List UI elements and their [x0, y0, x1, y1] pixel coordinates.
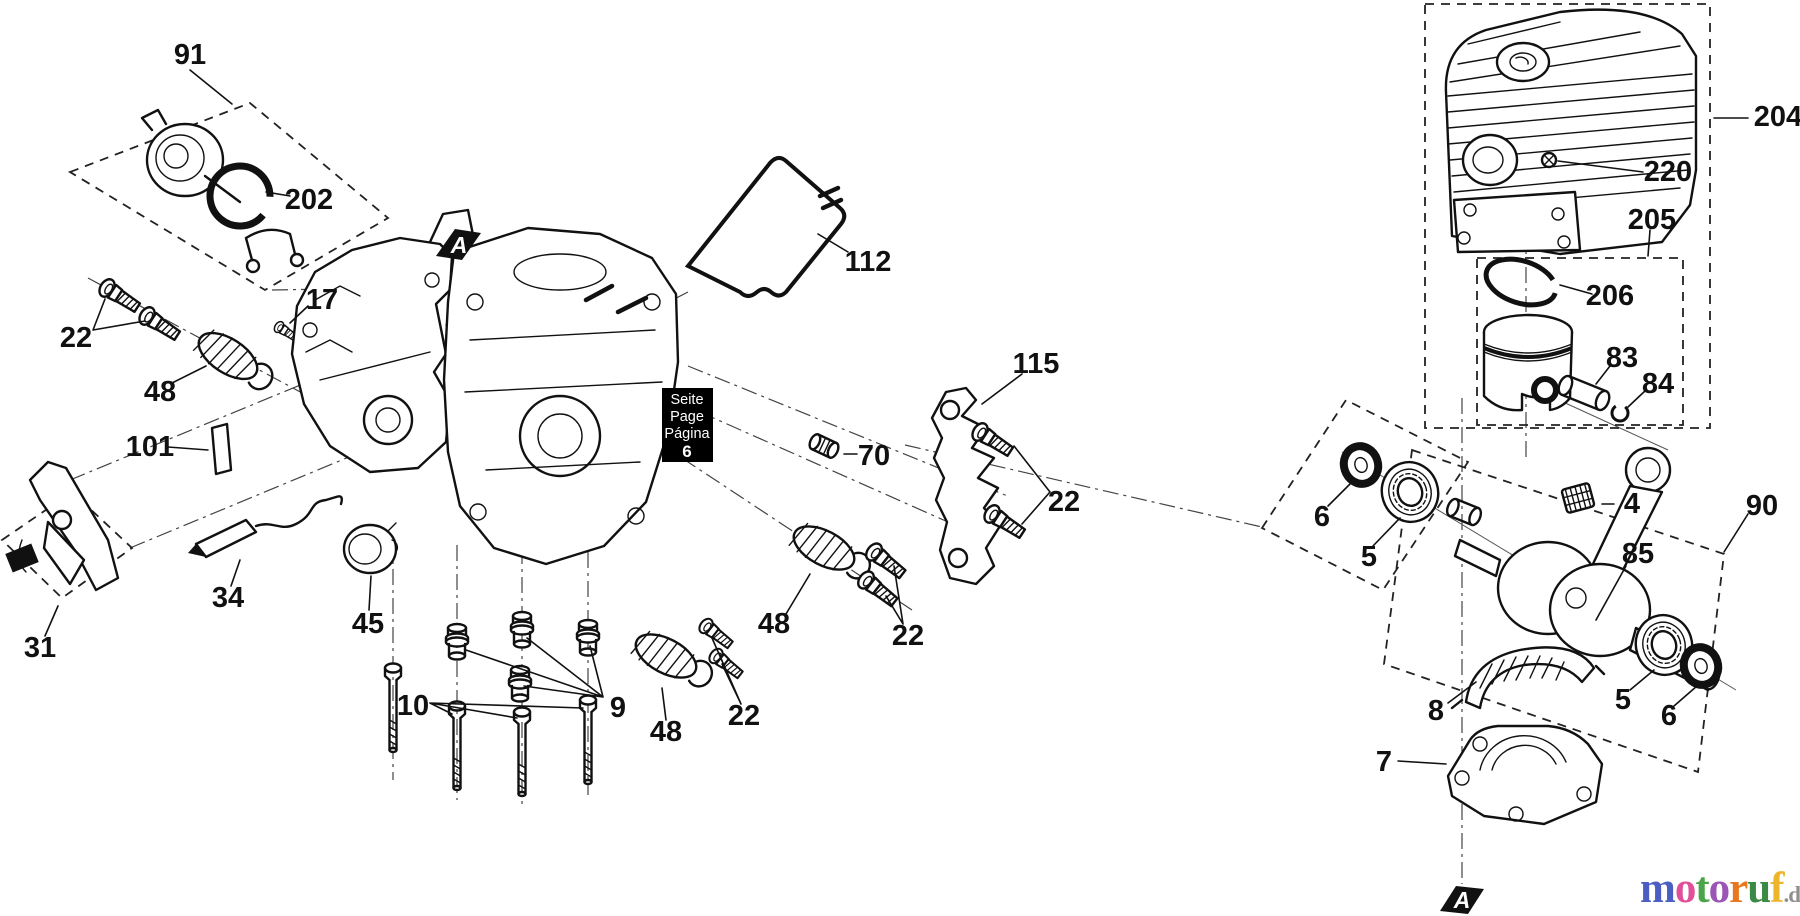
part-label-4: 4	[1624, 488, 1640, 520]
part-label-204: 204	[1754, 101, 1800, 133]
cap-45-drawing	[342, 522, 399, 575]
part-label-22: 22	[728, 700, 760, 732]
section-marker-bottom: A	[1440, 886, 1484, 914]
pin-boss	[1531, 376, 1559, 404]
logo-letter: u	[1747, 865, 1771, 912]
logo-letter: o	[1708, 865, 1730, 912]
motoruf-logo-letters: motoruf	[1640, 865, 1785, 912]
part-label-83: 83	[1606, 342, 1638, 374]
spring-48	[189, 322, 281, 399]
page-ref-line: Page	[670, 409, 704, 425]
buffer-9	[444, 622, 470, 661]
section-marker-label: A	[450, 232, 468, 258]
part-label-6: 6	[1314, 501, 1330, 533]
section-marker-top: A	[436, 229, 481, 260]
part-label-7: 7	[1376, 746, 1392, 778]
part-label-6: 6	[1661, 700, 1677, 732]
leader-lines	[44, 69, 1749, 765]
strip-101	[210, 422, 233, 476]
motoruf-logo[interactable]: motoruf.de	[1640, 864, 1800, 913]
screw-10	[447, 700, 467, 792]
crankcase-cover-7-drawing	[1446, 724, 1604, 826]
motoruf-logo-suffix: .de	[1783, 882, 1800, 907]
part-label-45: 45	[352, 608, 384, 640]
bearing-shell-8-drawing	[1450, 646, 1606, 710]
piston-group-drawing	[1482, 256, 1630, 423]
wire-clip	[244, 228, 297, 262]
exhaust-port	[1461, 133, 1519, 187]
part-label-48: 48	[758, 608, 790, 640]
brake-lever-drawing	[5, 460, 120, 592]
part-label-17: 17	[306, 284, 338, 316]
group-box-205	[1476, 257, 1684, 426]
logo-letter: m	[1640, 865, 1676, 912]
oil-pump-group-drawing	[140, 108, 305, 274]
group-box-90	[1383, 448, 1725, 774]
cover-112-drawing	[684, 156, 847, 298]
part-label-10: 10	[397, 690, 429, 722]
cylinder-drawing	[1444, 8, 1698, 256]
part-label-8: 8	[1428, 695, 1444, 727]
spark-plug-hole	[1495, 41, 1551, 83]
part-label-84: 84	[1642, 368, 1674, 400]
bearing-5	[1372, 453, 1448, 531]
part-label-22: 22	[60, 322, 92, 354]
group-box-204	[1424, 3, 1711, 429]
spring-48	[627, 624, 720, 696]
lever-34-drawing	[188, 495, 344, 559]
part-label-31: 31	[24, 632, 56, 664]
shaft-key	[1445, 497, 1483, 527]
page-ref-line: Seite	[670, 392, 703, 408]
part-label-22: 22	[892, 620, 924, 652]
part-label-206: 206	[1586, 280, 1634, 312]
part-label-205: 205	[1628, 204, 1676, 236]
bumper-spike-115-drawing	[930, 386, 1002, 586]
section-marker-label: A	[1453, 887, 1471, 913]
part-label-70: 70	[858, 440, 890, 472]
part-label-90: 90	[1746, 490, 1778, 522]
logo-letter: t	[1695, 865, 1709, 912]
crankcase-drawing	[290, 208, 680, 566]
circlip-84	[1610, 403, 1630, 423]
page-ref-box[interactable]: Seite Page Página 6	[662, 388, 713, 462]
piston-pin-83	[1557, 374, 1611, 412]
oil-pump-body	[145, 122, 225, 198]
page-ref-line: Página	[664, 426, 710, 442]
part-label-5: 5	[1361, 541, 1377, 573]
part-label-202: 202	[285, 184, 333, 216]
part-label-220: 220	[1644, 156, 1692, 188]
seal-6	[1339, 442, 1383, 489]
part-label-115: 115	[1013, 348, 1060, 380]
screw-22	[135, 303, 184, 345]
buffer-9	[575, 618, 601, 657]
screw-22	[95, 275, 144, 317]
logo-letter: o	[1674, 865, 1696, 912]
seal-6	[1679, 643, 1723, 690]
o-ring-202	[206, 162, 274, 230]
part-label-101: 101	[126, 431, 174, 463]
part-label-48: 48	[650, 716, 682, 748]
part-label-85: 85	[1622, 538, 1654, 570]
part-label-22: 22	[1048, 486, 1080, 518]
part-label-9: 9	[610, 692, 626, 724]
part-label-34: 34	[212, 582, 244, 614]
group-box-bearings	[1260, 398, 1470, 592]
part-label-112: 112	[845, 246, 892, 278]
part-label-5: 5	[1615, 684, 1631, 716]
logo-letter: r	[1729, 865, 1748, 912]
piston-ring-206	[1483, 256, 1559, 308]
crankshaft-group-drawing	[1339, 442, 1723, 692]
buffer-9	[509, 610, 535, 649]
part-label-48: 48	[144, 376, 176, 408]
left-fasteners-drawing	[95, 275, 302, 476]
logo-letter: f	[1770, 865, 1784, 912]
page-ref-number: 6	[682, 442, 691, 461]
part-70-drawing	[808, 433, 840, 459]
needle-bearing-4	[1560, 482, 1596, 514]
part-label-91: 91	[174, 39, 206, 71]
